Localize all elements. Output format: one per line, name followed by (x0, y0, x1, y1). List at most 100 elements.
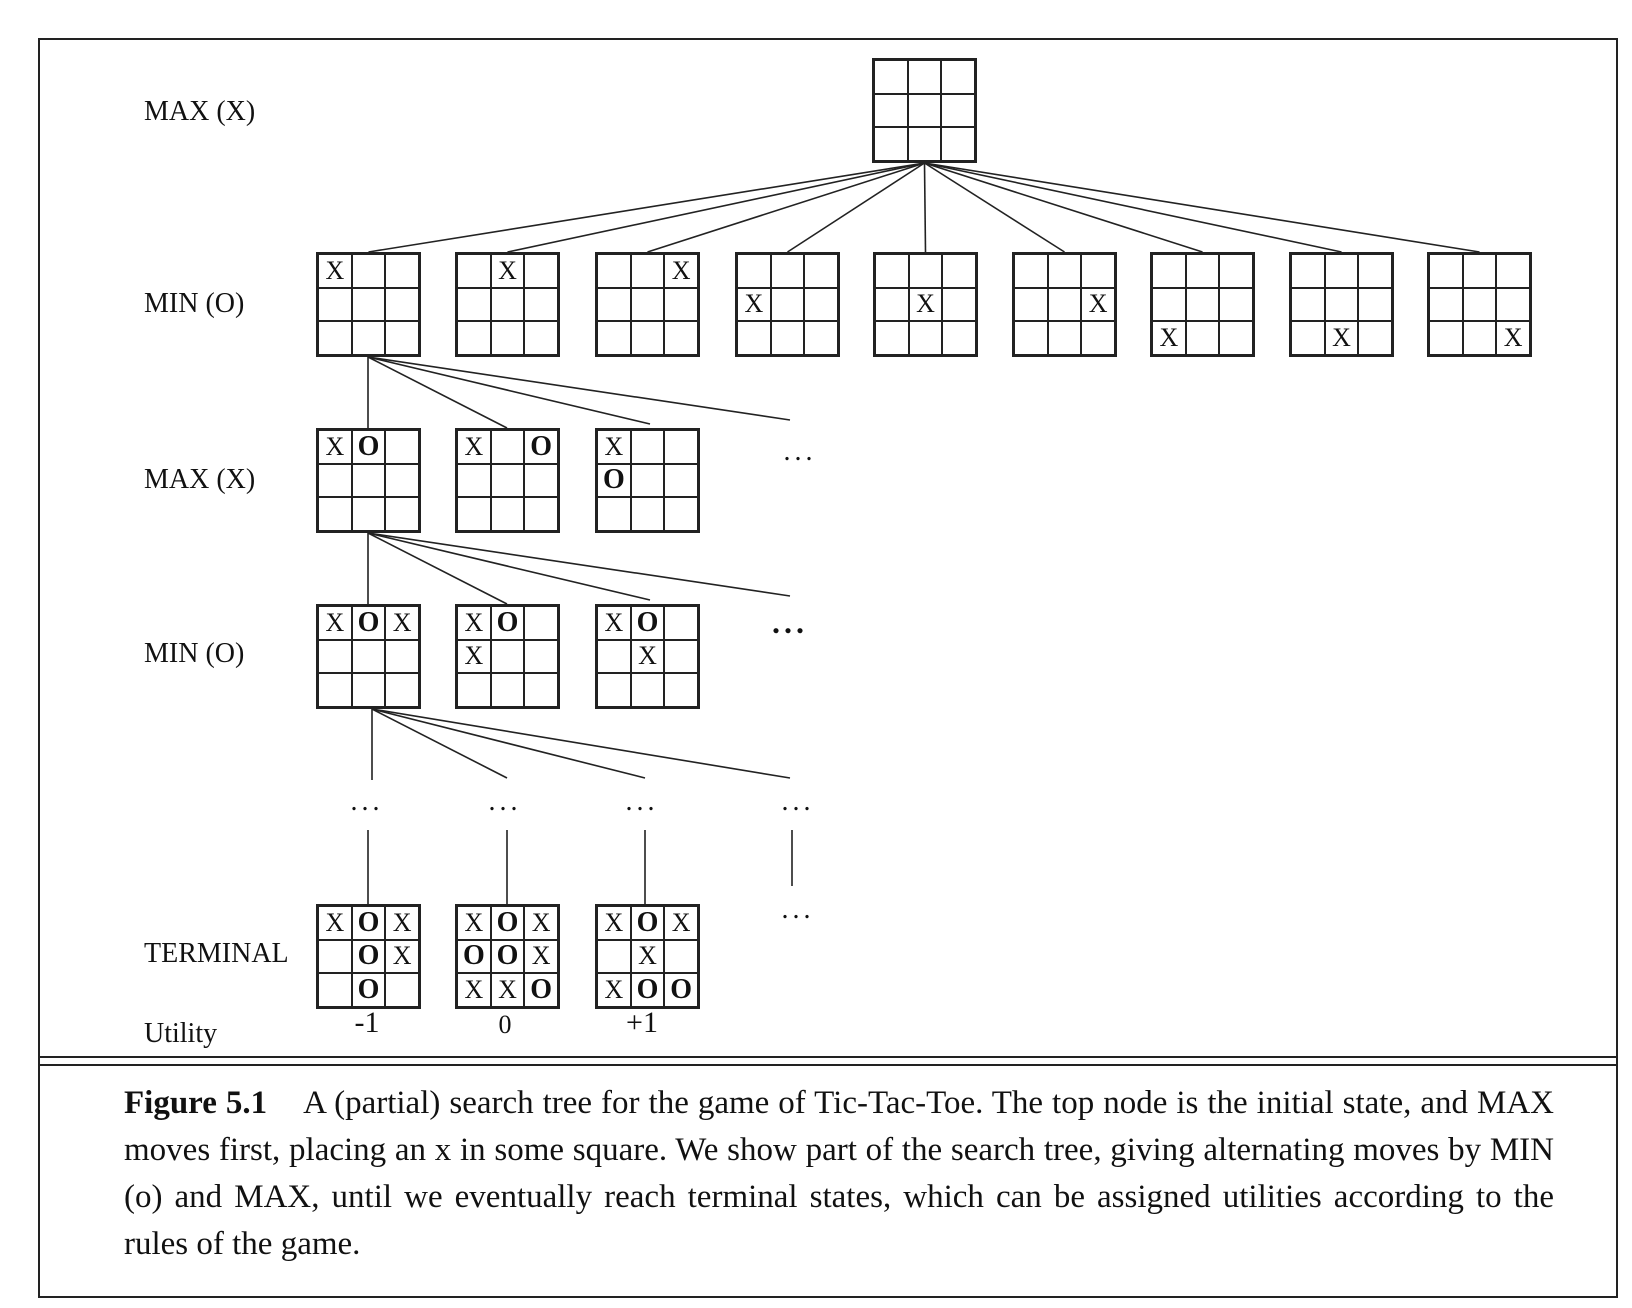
tree-edges (367, 162, 1480, 904)
tree-edge (367, 532, 508, 605)
board-cell-empty (597, 287, 631, 322)
board-cell-o: O (351, 939, 386, 974)
board-cell-empty (597, 254, 631, 288)
level-label-min: MIN (O) (144, 288, 245, 319)
board-cell-empty (1047, 321, 1082, 355)
board-cell-empty (942, 287, 976, 322)
board-cell-empty (457, 673, 491, 707)
board-cell-x: X (630, 639, 665, 674)
board-cell-empty (385, 497, 419, 531)
board-cell-empty (318, 287, 352, 322)
board-cell-x: X (385, 606, 419, 640)
board-cell-empty (318, 673, 352, 707)
level-label-terminal: TERMINAL (144, 938, 289, 969)
board-cell-o: O (490, 906, 525, 940)
board-cell-empty (1429, 287, 1463, 322)
board-cell-empty (1185, 321, 1220, 355)
board-cell-empty (490, 463, 525, 498)
level-label-min: MIN (O) (144, 638, 245, 669)
board-cell-empty (524, 606, 558, 640)
board-cell-empty (1014, 321, 1048, 355)
board-cell-empty (664, 321, 698, 355)
board-cell-x: X (737, 287, 771, 322)
board-cell-empty (318, 939, 352, 974)
board-cell-empty (1358, 287, 1392, 322)
board-cell-o: O (490, 606, 525, 640)
ellipsis: ... (772, 604, 808, 640)
board-cell-empty (490, 321, 525, 355)
board-cell-empty (874, 60, 908, 94)
board-cell-x: X (664, 254, 698, 288)
caption-divider (38, 1056, 1618, 1058)
figure-frame (38, 38, 1618, 1298)
board-cell-empty (385, 321, 419, 355)
board-cell-empty (1291, 254, 1325, 288)
board-cell-empty (524, 673, 558, 707)
board-cell-empty (457, 287, 491, 322)
tree-edge (647, 162, 925, 253)
board-cell-empty (630, 673, 665, 707)
board-cell-x: X (1324, 321, 1359, 355)
board-cell-empty (1462, 254, 1497, 288)
board-cell-x: X (597, 606, 631, 640)
board-cell-x: X (457, 973, 491, 1007)
board-cell-x: X (630, 939, 665, 974)
board-cell-x: X (1496, 321, 1530, 355)
board-cell-empty (804, 321, 838, 355)
board-cell-o: O (524, 430, 558, 464)
board-cell-empty (457, 463, 491, 498)
board-cell-empty (385, 287, 419, 322)
board-cell-o: O (597, 463, 631, 498)
board-cell-empty (490, 639, 525, 674)
board-cell-x: X (385, 906, 419, 940)
board-cell-empty (770, 321, 805, 355)
tree-edge (507, 162, 925, 253)
board-cell-empty (524, 254, 558, 288)
board-cell-empty (737, 321, 771, 355)
board-cell-empty (1219, 321, 1253, 355)
ellipsis: ... (781, 786, 815, 817)
board-cell-empty (490, 497, 525, 531)
board-cell-empty (907, 60, 942, 94)
board-cell-empty (664, 673, 698, 707)
board-cell-empty (1152, 254, 1186, 288)
utility-value: 0 (498, 1010, 512, 1039)
game-board: X (595, 252, 700, 357)
ellipsis: ... (350, 786, 384, 817)
board-cell-empty (351, 463, 386, 498)
board-cell-o: O (630, 606, 665, 640)
board-cell-o: O (351, 430, 386, 464)
board-cell-empty (351, 254, 386, 288)
board-cell-empty (630, 254, 665, 288)
board-cell-empty (1152, 287, 1186, 322)
search-tree-diagram: MAX (X) MIN (O) MAX (X) MIN (O) TERMINAL… (144, 58, 1532, 1049)
tree-edge (371, 708, 646, 779)
board-cell-empty (318, 639, 352, 674)
board-cell-empty (664, 606, 698, 640)
board-cell-empty (942, 254, 976, 288)
board-cell-empty (597, 639, 631, 674)
tree-edge (367, 356, 651, 425)
board-cell-empty (524, 287, 558, 322)
board-cell-o: O (351, 973, 386, 1007)
board-cell-o: O (351, 906, 386, 940)
tree-edge (924, 162, 1203, 253)
board-cell-empty (457, 321, 491, 355)
level-label-max: MAX (X) (144, 464, 256, 495)
board-cell-o: O (664, 973, 698, 1007)
board-cell-x: X (318, 254, 352, 288)
board-cell-empty (1291, 321, 1325, 355)
board-cell-empty (874, 93, 908, 128)
board-cell-empty (1324, 287, 1359, 322)
level-label-utility: Utility (144, 1018, 218, 1049)
board-cell-x: X (1152, 321, 1186, 355)
ellipsis: ... (488, 786, 522, 817)
ellipsis: ... (783, 436, 817, 467)
tree-edge (787, 162, 925, 253)
board-cell-empty (524, 497, 558, 531)
game-board: X (316, 252, 421, 357)
board-cell-empty (770, 254, 805, 288)
